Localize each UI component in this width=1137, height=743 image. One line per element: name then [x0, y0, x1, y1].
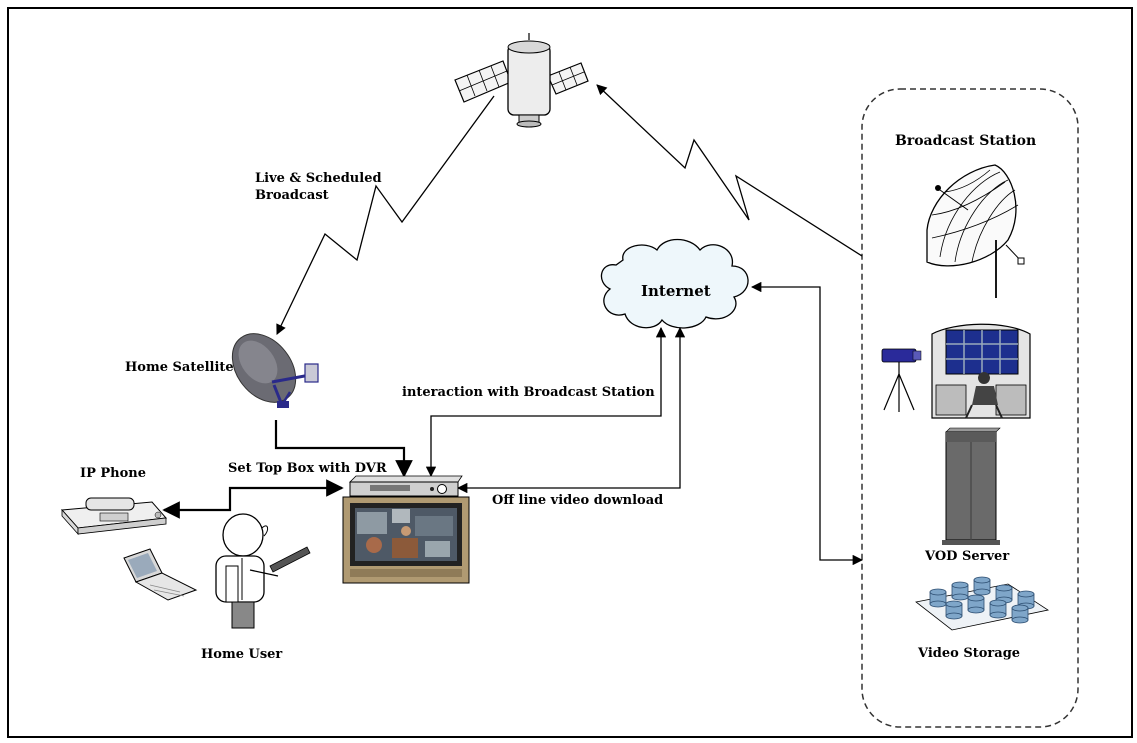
internet-label: Internet	[641, 282, 711, 300]
stb-to-phone-link	[162, 479, 344, 519]
cloud-icon	[600, 238, 749, 329]
satellite-icon	[454, 33, 589, 128]
ip-phone-icon	[60, 497, 168, 536]
home-user-label: Home User	[201, 647, 283, 662]
internet-to-vod-link	[750, 281, 864, 566]
broadcast-link-down	[276, 95, 495, 335]
mobile-phone-icon	[123, 548, 198, 601]
video-storage-label: Video Storage	[918, 646, 1021, 661]
vod-server-icon	[942, 427, 1001, 545]
dish-to-stb-link	[274, 420, 413, 478]
control-room-icon	[931, 323, 1031, 419]
home-user-icon	[215, 513, 311, 629]
camera-icon	[881, 348, 922, 412]
offline-download-label: Off line video download	[492, 493, 664, 508]
uplink-to-satellite	[596, 84, 863, 257]
ip-phone-label: IP Phone	[80, 466, 147, 481]
broadcast-station-label: Broadcast Station	[895, 133, 1037, 149]
satellite-dish-icon	[231, 333, 319, 408]
home-satellite-label: Home Satellite	[125, 360, 234, 375]
live-broadcast-label-line2: Broadcast	[255, 188, 329, 203]
broadcast-dish-icon	[926, 164, 1025, 298]
set-top-box-label: Set Top Box with DVR	[228, 461, 387, 476]
interaction-link	[425, 326, 667, 478]
set-top-box-icon	[349, 475, 463, 497]
vod-server-label: VOD Server	[925, 549, 1010, 564]
offline-download-link	[456, 326, 686, 494]
tv-icon	[342, 496, 470, 584]
video-storage-icon	[915, 576, 1050, 631]
interaction-label: interaction with Broadcast Station	[402, 385, 655, 400]
live-broadcast-label: Live & Scheduled	[255, 171, 382, 186]
